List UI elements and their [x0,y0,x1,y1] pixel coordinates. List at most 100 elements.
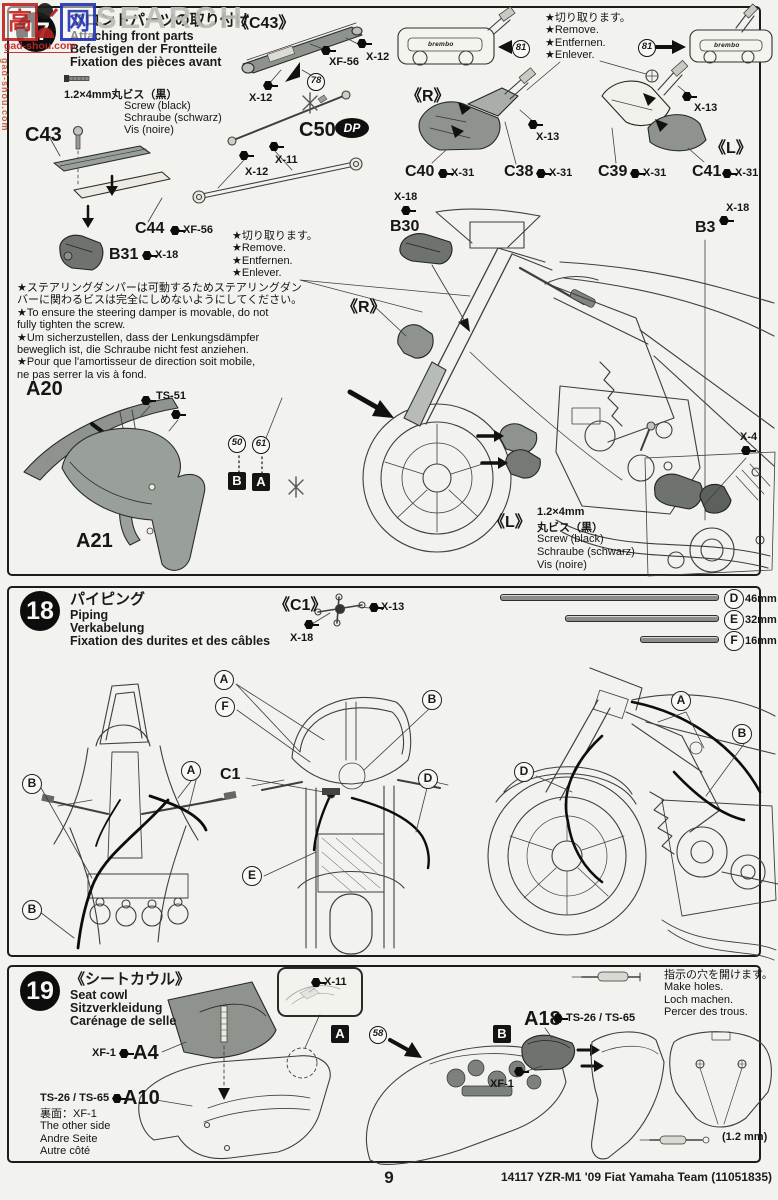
decoration [418,101,501,151]
decoration [639,172,645,175]
decoration [115,905,137,927]
label-x13-b: X-13 [694,102,718,114]
decoration [505,449,541,479]
label-x31-c: X-31 [643,167,667,179]
decoration [329,893,373,955]
decoration [521,1034,576,1071]
decoration [431,264,467,325]
arrow-to-right-caliper [654,40,686,54]
decoration [138,1055,331,1160]
decoration [121,899,131,909]
screw-note-fr: Vis (noire) [124,124,174,136]
decoration [407,37,483,52]
decoration [366,42,372,45]
decoration [564,734,604,884]
sprue-number-81-a: 81 [512,40,530,58]
main-bike-drawing [299,208,775,569]
decoration [147,899,157,909]
tube-key-e: E [724,610,744,630]
decoration [378,606,384,609]
decoration: 裏面：XF-1 [40,1108,97,1120]
decoration: ★Enlever. [232,267,282,280]
step17-title-de: Befestigen der Frontteile [70,42,218,56]
step17-title-fr: Fixation des pièces avant [70,55,222,69]
decoration [223,791,237,800]
part-label-a10: A10 [123,1087,160,1109]
tube-length-e: 32mm [745,614,777,626]
decoration [148,483,156,491]
decoration [76,798,170,950]
decoration [248,154,254,157]
decoration [267,37,361,86]
decoration [304,620,314,629]
decoration [37,3,53,19]
decoration [750,449,756,452]
label-x11: X-11 [275,154,298,166]
a21-fender-part [61,427,206,571]
b31-bracket-part [59,234,104,271]
callout-a-side: A [671,691,691,711]
decoration [410,209,416,212]
decoration [161,1041,187,1053]
decoration [689,29,773,63]
decoration [338,762,366,790]
decoration: バーに関わるビスは完全にしめないようにしてください。 [17,294,303,307]
paint-key-b: B [228,472,246,490]
decoration [220,1011,228,1037]
decoration [469,351,623,481]
decoration [405,242,441,253]
decoration: ★Um sicherzustellen, dass der Lenkungsdä… [17,331,260,344]
decoration [241,62,255,74]
decoration [155,1013,321,1107]
decoration [429,115,471,139]
decoration: Andre Seite [40,1132,98,1145]
decoration [345,701,357,761]
decoration [49,8,58,17]
decoration [63,251,73,261]
decoration [518,67,537,84]
decoration [246,22,357,61]
screw-note-en: Screw (black) [124,100,191,112]
decoration [322,788,340,795]
decoration [170,226,180,235]
decoration [555,385,701,515]
decoration [467,1059,485,1077]
screw2-de: Schraube (schwarz) [537,546,635,558]
decoration [106,186,118,196]
decoration [644,451,776,577]
label-x13-c1: X-13 [381,601,405,613]
decoration [49,137,61,157]
callout-f-front: F [215,697,235,717]
decoration [330,49,336,52]
decoration [702,457,747,507]
label-xf56-bar: XF-56 [329,56,359,68]
decoration [151,254,157,257]
screw2-fr: Vis (noire) [537,559,587,571]
drill-tool-top [571,971,641,982]
decoration [371,303,407,337]
decoration [314,608,322,616]
decoration: 指示の穴を開けます。 [664,969,773,981]
decoration [571,407,601,425]
decoration [663,461,673,471]
bike-rear-view [39,683,237,950]
decoration [719,216,729,225]
sprue-number-78: 78 [307,73,325,91]
decoration [645,69,659,83]
step19-title: 《シートカウル》 Seat cowl Sitzverkleidung Carén… [70,971,190,1028]
part-label-c43: C43 [25,124,62,146]
decoration [352,160,360,168]
decoration [494,430,504,442]
decoration [590,1044,600,1056]
part-label-c50: C50 [299,119,336,141]
decoration [65,243,93,253]
callout-b-side: B [732,724,752,744]
decoration: Loch machen. [664,993,734,1006]
decoration [630,169,640,178]
decoration [699,483,732,514]
decoration [341,90,351,100]
label-xf56-c44: XF-56 [183,224,213,236]
watermark-url: gad-shou.com [4,40,76,53]
decoration [594,1060,604,1072]
